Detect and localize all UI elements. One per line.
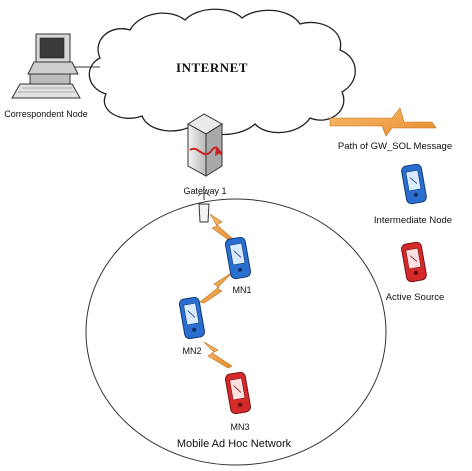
manet-label: Mobile Ad Hoc Network bbox=[177, 438, 292, 450]
path-bolt-mn2-mn3 bbox=[203, 341, 233, 369]
blue-pda-icon bbox=[401, 163, 427, 205]
legend: Path of GW_SOL Message Intermediate Node… bbox=[329, 107, 452, 303]
legend-intermediate-label: Intermediate Node bbox=[374, 215, 452, 226]
mn1-label: MN1 bbox=[232, 285, 251, 295]
path-bolt-mn1-mn2 bbox=[199, 271, 234, 304]
mn3-label: MN3 bbox=[230, 422, 249, 432]
lightning-bolt-icon bbox=[329, 107, 437, 137]
internet-label: INTERNET bbox=[176, 60, 248, 75]
legend-active-source-label: Active Source bbox=[386, 292, 445, 303]
mobile-node-mn2 bbox=[178, 296, 206, 340]
gateway-server-icon bbox=[187, 113, 223, 177]
path-bolt-gw-mn1 bbox=[209, 213, 235, 242]
mobile-node-mn3 bbox=[224, 371, 252, 415]
desktop-computer-icon bbox=[11, 33, 81, 99]
manet-boundary bbox=[85, 198, 387, 466]
mn2-label: MN2 bbox=[182, 346, 201, 356]
internet-cloud: INTERNET bbox=[88, 8, 356, 136]
red-pda-icon bbox=[401, 241, 427, 283]
antenna-icon bbox=[197, 186, 211, 223]
mobile-node-mn1 bbox=[224, 236, 252, 280]
gateway-label: Gateway 1 bbox=[183, 186, 226, 196]
correspondent-node-label: Correspondent Node bbox=[4, 109, 88, 119]
legend-path-label: Path of GW_SOL Message bbox=[338, 141, 452, 152]
